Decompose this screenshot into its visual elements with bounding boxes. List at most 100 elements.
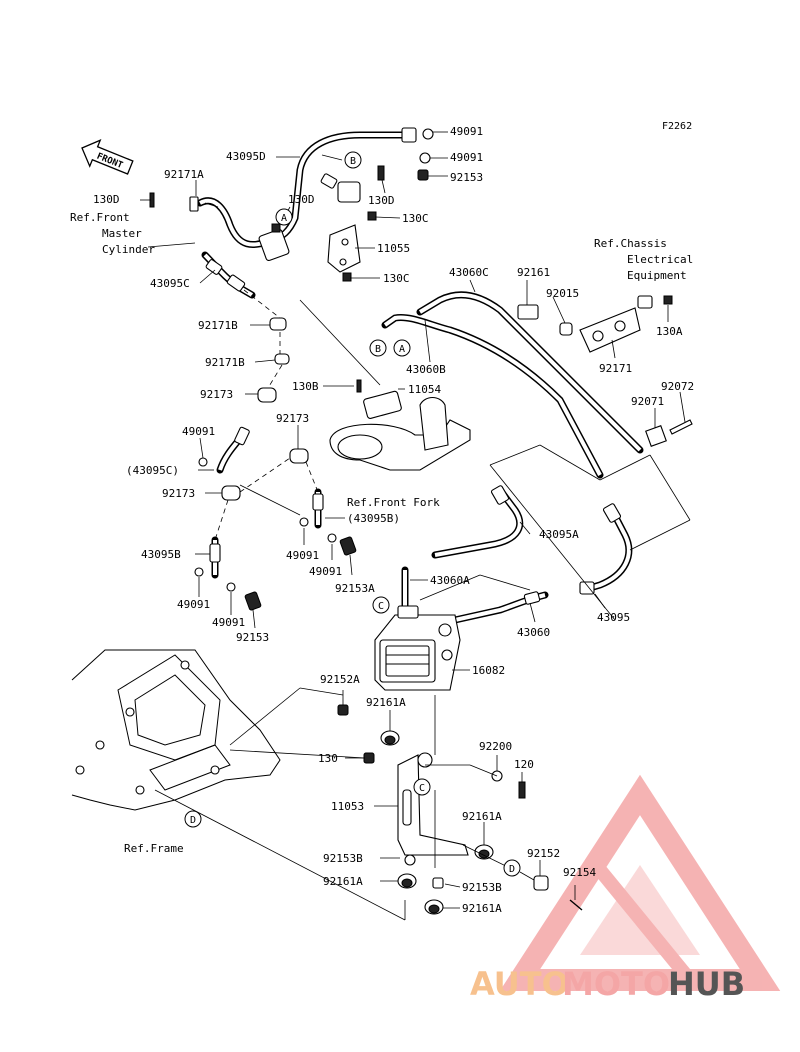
hose-left-43095B [209,536,221,579]
label-49091-b: 49091 [450,151,483,164]
reference-text: Ref.Front Master Cylinder Ref.Chassis El… [70,211,693,855]
label-92015: 92015 [546,287,579,300]
label-130D-b: 130D [288,193,315,206]
callout-markers: A B B A C C D D [184,151,521,877]
label-130A: 130A [656,325,683,338]
svg-text:A: A [281,213,287,224]
bracket-11055 [327,224,361,273]
grommets-lower [337,704,583,915]
callout-c-bracket: C [413,778,431,796]
svg-text:D: D [509,864,515,875]
label-92171B-a: 92171B [198,319,238,332]
label-11055: 11055 [377,242,410,255]
watermark-text: AUTO MOTO HUB [470,965,745,1003]
front-fork-clamp [329,390,471,471]
label-43095B-paren: (43095B) [347,512,400,525]
label-92153-a: 92153 [450,171,483,184]
frame-outline [71,649,281,811]
label-92173-a: 92173 [200,388,233,401]
watermark-hub: HUB [668,965,745,1003]
callout-b-lower: B [369,339,387,357]
hose-43095C [201,251,256,299]
ref-master-cylinder-2: Master [102,227,142,240]
ref-master-cylinder-3: Cylinder [102,243,155,256]
label-11053: 11053 [331,800,364,813]
pipe-43060C [416,291,644,454]
svg-text:A: A [399,344,405,355]
label-92171A: 92171A [164,168,204,181]
label-43095: 43095 [597,611,630,624]
label-92173-b: 92173 [276,412,309,425]
label-43095C-paren: (43095C) [126,464,179,477]
label-130B: 130B [292,380,319,393]
hose-43095A [431,485,524,559]
label-92072: 92072 [661,380,694,393]
washers-bolts-left [194,457,357,611]
label-49091-g: 49091 [212,616,245,629]
label-92161-top: 92161 [517,266,550,279]
label-130D-a: 130D [93,193,120,206]
watermark-moto: MOTO [562,965,670,1003]
callout-a-lower: A [393,339,411,357]
ref-master-cylinder-1: Ref.Front [70,211,130,224]
label-92071: 92071 [631,395,664,408]
label-92153B-b: 92153B [462,881,502,894]
callout-c-abs: C [372,596,390,614]
callout-a-upper: A [275,208,293,226]
label-92161A-a: 92161A [366,696,406,709]
label-43095A: 43095A [539,528,579,541]
svg-text:B: B [375,344,381,355]
diagram-code: F2262 [662,121,692,132]
label-43060C: 43060C [449,266,489,279]
ref-front-fork: Ref.Front Fork [347,496,440,509]
ref-chassis-3: Equipment [627,269,687,282]
svg-text:B: B [350,156,356,167]
label-92171B-b: 92171B [205,356,245,369]
label-43060B: 43060B [406,363,446,376]
label-43060: 43060 [517,626,550,639]
label-92200: 92200 [479,740,512,753]
label-130: 130 [318,752,338,765]
svg-text:D: D [190,815,196,826]
watermark-auto: AUTO [470,965,569,1003]
label-92153B-a: 92153B [323,852,363,865]
label-92173-c: 92173 [162,487,195,500]
watermark-logo [499,774,781,991]
abs-unit-16082 [374,605,461,691]
label-92161A-c: 92161A [323,875,363,888]
label-92153A: 92153A [335,582,375,595]
label-92154: 92154 [563,866,596,879]
label-49091-e: 49091 [309,565,342,578]
hose-mid-43095B [312,488,324,529]
label-43095D: 43095D [226,150,266,163]
clamps-92173-92171B [221,317,362,501]
label-120: 120 [514,758,534,771]
leader-lines [140,131,686,920]
label-49091-f: 49091 [177,598,210,611]
svg-text:C: C [419,783,425,794]
reference-lines [154,154,691,921]
label-43095B: 43095B [141,548,181,561]
label-92171: 92171 [599,362,632,375]
label-92152A: 92152A [320,673,360,686]
label-92153-b: 92153 [236,631,269,644]
bracket-11053 [397,752,469,866]
pipe-43060 [451,591,549,624]
part-92071-92072 [645,419,693,447]
label-92161A-d: 92161A [462,902,502,915]
ref-frame: Ref.Frame [124,842,184,855]
ref-chassis-2: Electrical [627,253,693,266]
part-labels: 49091 43095D 49091 92153 92171A 130D 130… [93,125,694,915]
bracket-92171 [517,295,673,353]
hose-43095 [579,503,633,595]
label-130C-b: 130C [383,272,410,285]
ref-chassis-1: Ref.Chassis [594,237,667,250]
label-43060A: 43060A [430,574,470,587]
label-43095C: 43095C [150,277,190,290]
label-92161A-b: 92161A [462,810,502,823]
pipe-43060B [381,313,604,479]
label-49091-d: 49091 [286,549,319,562]
front-arrow-icon: FRONT [81,139,134,175]
